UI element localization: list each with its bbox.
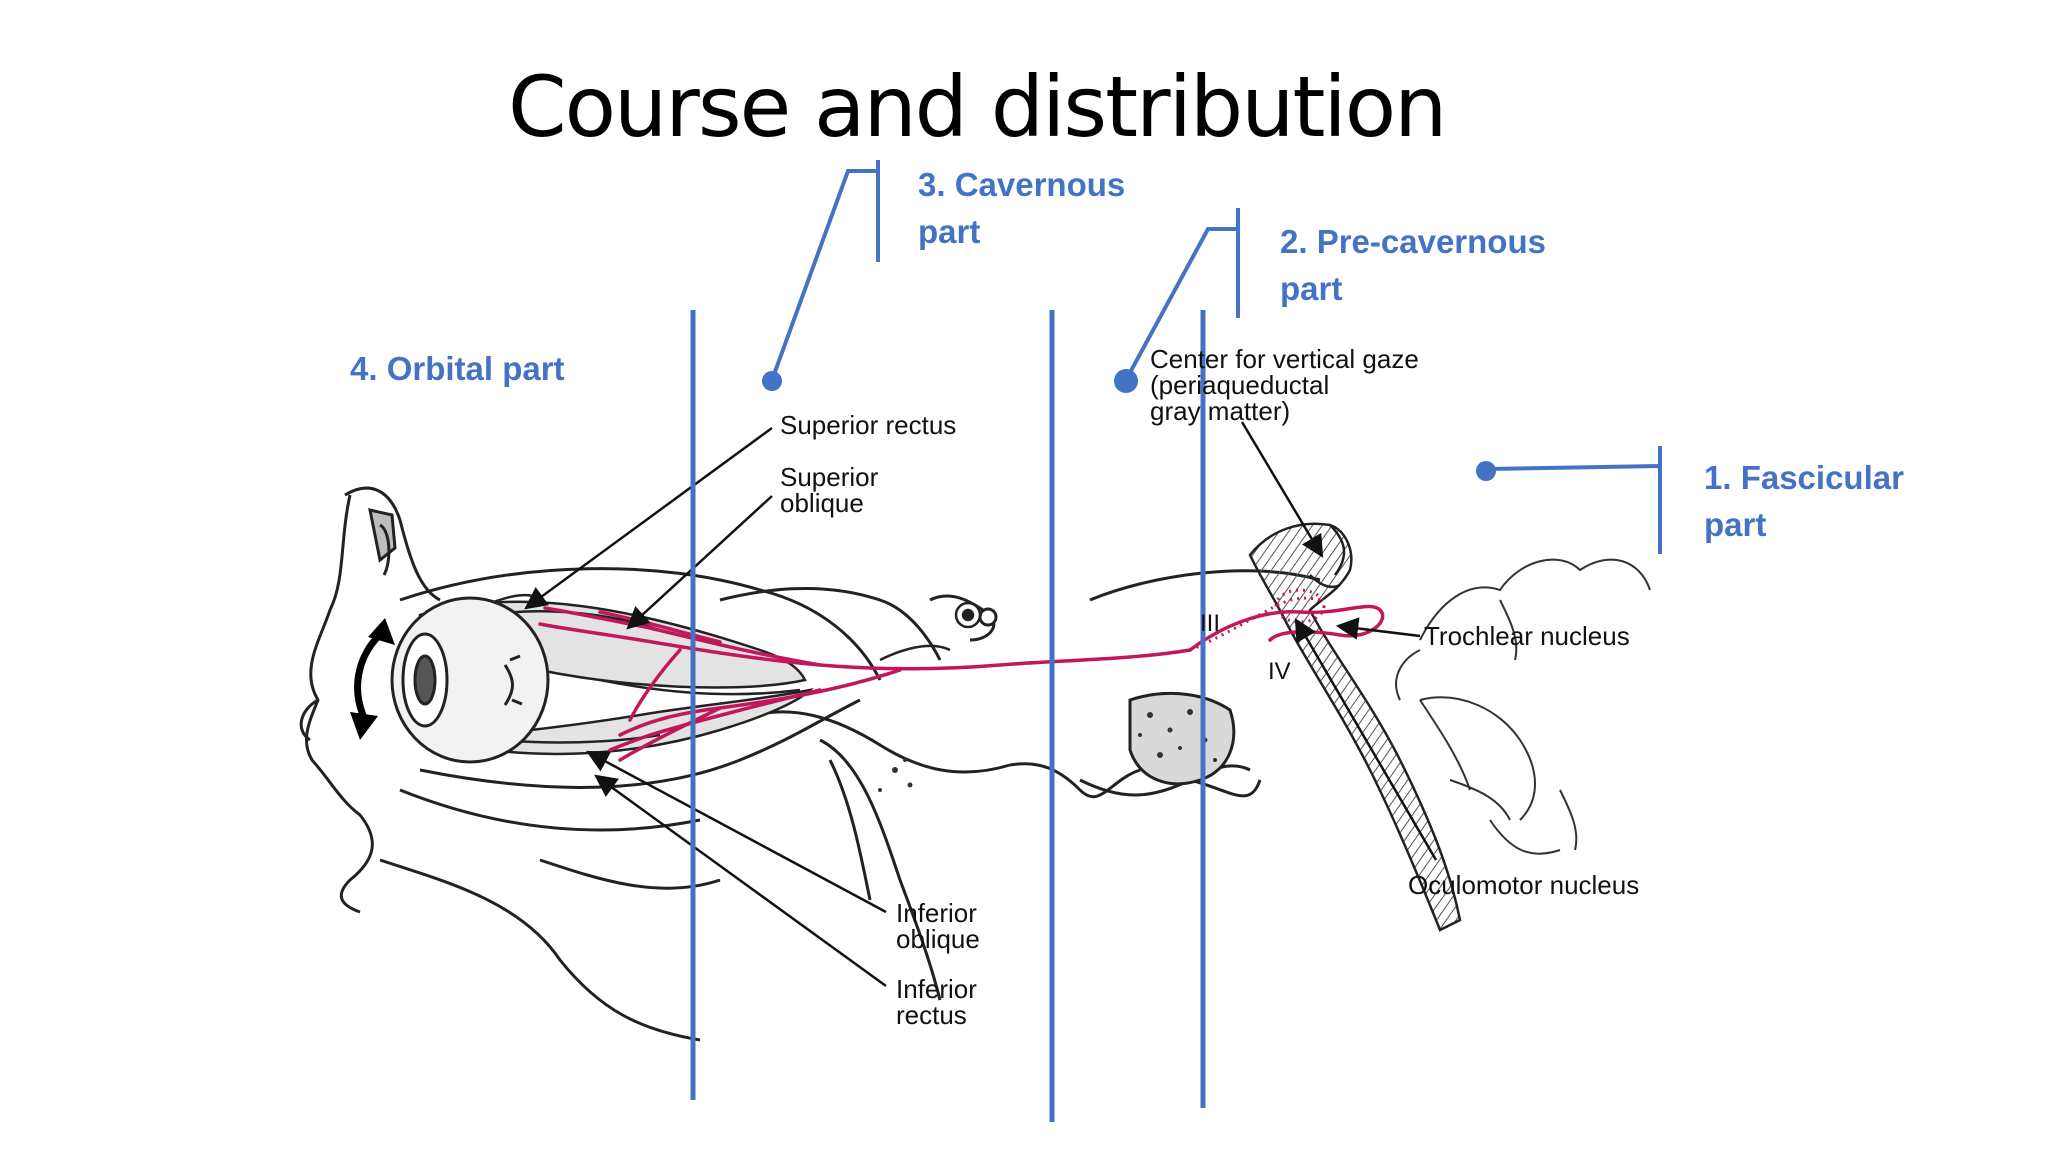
leader-vertical-gaze	[1240, 421, 1324, 558]
slide-title: Course and distribution	[508, 58, 1447, 156]
label-orbital-part: 4. Orbital part	[350, 350, 565, 387]
callout-dot-fascicular	[1476, 461, 1496, 481]
eyeball	[390, 596, 550, 764]
callout-dot-precavernous	[1114, 369, 1138, 393]
label-leader-lines	[524, 421, 1438, 988]
oculomotor-nerve	[538, 604, 1385, 762]
leader-inferior-oblique	[586, 750, 887, 914]
callout-fascicular	[1485, 446, 1662, 554]
leader-inferior-rectus	[594, 774, 887, 988]
label-cavernous-part: 3. Cavernous part	[918, 166, 1126, 250]
callout-cavernous	[770, 160, 880, 381]
oculomotor-fascicles-dotted	[1189, 588, 1326, 652]
label-superior-oblique: Superior oblique	[780, 462, 879, 518]
label-precavernous-part: 2. Pre-cavernous part	[1280, 223, 1546, 307]
double-headed-curved-arrow-icon	[350, 618, 395, 740]
label-nerve-III: III	[1200, 610, 1221, 637]
label-superior-rectus: Superior rectus	[780, 410, 957, 440]
label-inferior-oblique: Inferior oblique	[896, 898, 980, 954]
callout-dots	[762, 369, 1496, 481]
label-oculomotor-nucleus: Oculomotor nucleus	[1408, 870, 1640, 900]
label-fascicular-part: 1. Fascicular part	[1704, 459, 1904, 543]
label-trochlear-nucleus: Trochlear nucleus	[1424, 621, 1630, 651]
leader-oculomotor-nucleus	[1294, 618, 1438, 861]
leader-trochlear-nucleus	[1335, 617, 1421, 640]
callout-precavernous	[1124, 208, 1240, 381]
label-nerve-IV: IV	[1268, 658, 1291, 685]
leader-superior-rectus	[524, 426, 773, 610]
label-center-vertical-gaze: Center for vertical gaze (periaqueductal…	[1150, 344, 1419, 426]
label-inferior-rectus: Inferior rectus	[896, 974, 977, 1030]
leader-superior-oblique	[626, 495, 773, 630]
callout-connectors	[770, 160, 1662, 554]
callout-dot-cavernous	[762, 371, 782, 391]
section-dividers	[690, 310, 1206, 1122]
skull-face-outline	[299, 486, 882, 1042]
cranial-base-outline	[719, 569, 1321, 1001]
cerebellum-outline	[1395, 558, 1651, 855]
bone-speckles	[878, 709, 1217, 792]
